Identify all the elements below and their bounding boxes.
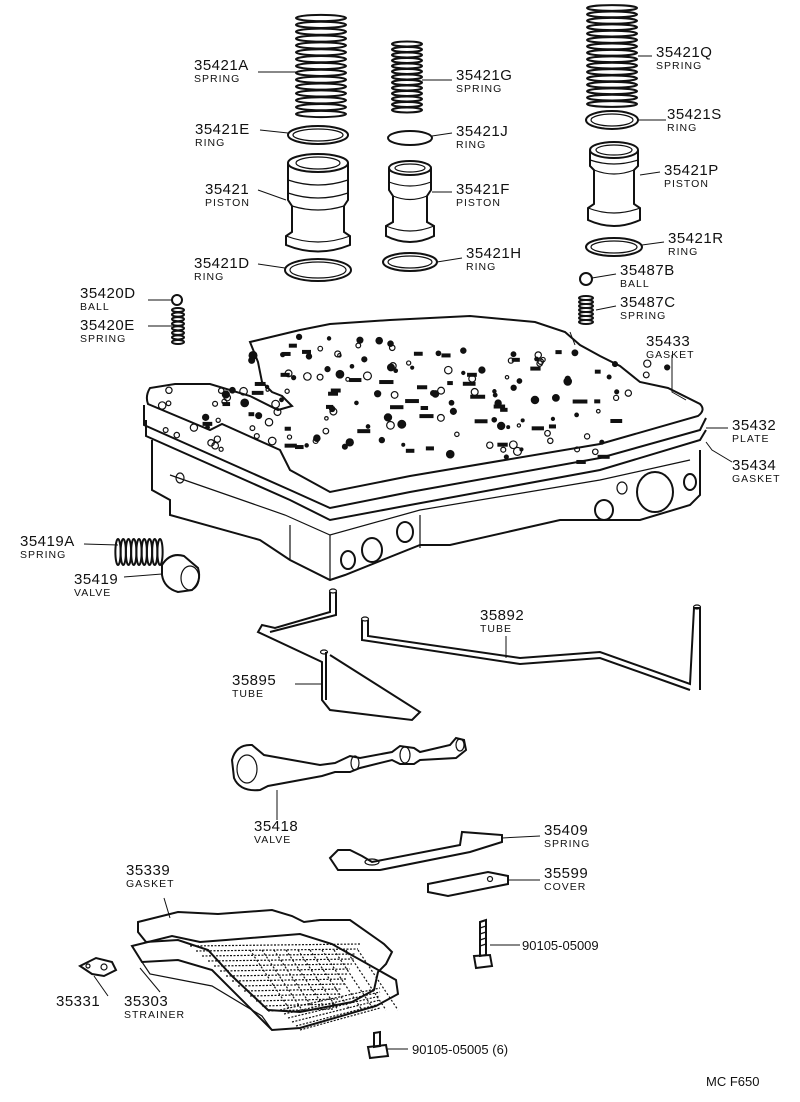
diagram-code: MC F650 [706, 1074, 759, 1089]
label-35421G-number: 35421G [456, 67, 512, 84]
ring-35421D [284, 258, 352, 282]
leader-lines [83, 55, 733, 1050]
spring-35421Q [586, 4, 638, 108]
label-35487B-number: 35487B [620, 262, 675, 279]
label-35433-name: GASKET [646, 349, 695, 361]
strainer-mesh [189, 943, 399, 1031]
label-35432-number: 35432 [732, 417, 776, 434]
label-35339-name: GASKET [126, 878, 175, 890]
label-35418-name: VALVE [254, 834, 291, 846]
piston-35421P [587, 141, 641, 227]
spring-35487C [578, 295, 594, 325]
tube-35892 [360, 604, 702, 691]
label-35418-number: 35418 [254, 818, 298, 835]
label-35599-number: 35599 [544, 865, 588, 882]
label-35421J-number: 35421J [456, 123, 508, 140]
label-35420D-name: BALL [80, 301, 110, 313]
ring-35421E-inner [292, 128, 344, 142]
valve-35418 [230, 736, 468, 792]
label-35421J-name: RING [456, 139, 486, 151]
label-35421A-number: 35421A [194, 57, 249, 74]
label-35895-number: 35895 [232, 672, 276, 689]
label-35419A-name: SPRING [20, 549, 66, 561]
label-35421Q-number: 35421Q [656, 44, 712, 61]
label-35331-number: 35331 [56, 993, 100, 1010]
label-35421D-name: RING [194, 271, 224, 283]
label-35421Q-name: SPRING [656, 60, 702, 72]
label-90105-05009-number: 90105-05009 [522, 938, 599, 953]
bracket-35331 [78, 956, 118, 978]
label-35487C-name: SPRING [620, 310, 666, 322]
label-35434-number: 35434 [732, 457, 776, 474]
label-35421H-number: 35421H [466, 245, 522, 262]
label-35432-name: PLATE [732, 433, 769, 445]
spring-35421G [391, 40, 423, 114]
label-35487C-number: 35487C [620, 294, 676, 311]
label-35303-number: 35303 [124, 993, 168, 1010]
label-35421A-name: SPRING [194, 73, 240, 85]
label-35434-name: GASKET [732, 473, 781, 485]
ball-35487B [579, 272, 593, 286]
label-35421R-number: 35421R [668, 230, 724, 247]
label-35421H-name: RING [466, 261, 496, 273]
label-35487B-name: BALL [620, 278, 650, 290]
bolt-90105-05009 [472, 918, 494, 970]
valve-35419 [161, 554, 201, 594]
gasket-holes [157, 333, 671, 464]
label-35421E-name: RING [195, 137, 225, 149]
label-35303-name: STRAINER [124, 1009, 185, 1021]
label-35420E-name: SPRING [80, 333, 126, 345]
label-35895-name: TUBE [232, 688, 264, 700]
label-35421F-name: PISTON [456, 197, 501, 209]
strainer-assembly [130, 908, 400, 1032]
label-35421F-number: 35421F [456, 181, 510, 198]
label-35421G-name: SPRING [456, 83, 502, 95]
ring-35421S-inner [590, 113, 634, 127]
label-35421S-name: RING [667, 122, 697, 134]
ring-35421H-inner [387, 255, 433, 269]
label-35419-number: 35419 [74, 571, 118, 588]
cover-35599 [427, 870, 509, 898]
ring-35421J [387, 130, 433, 146]
spring-35419A [114, 538, 164, 566]
label-35421R-name: RING [668, 246, 698, 258]
label-35421P-number: 35421P [664, 162, 719, 179]
ring-35421R [585, 237, 643, 257]
valve-body-assembly [143, 314, 707, 582]
bolt-90105-05005 [366, 1030, 390, 1060]
label-35433-number: 35433 [646, 333, 690, 350]
label-35419-name: VALVE [74, 587, 111, 599]
label-35421-number: 35421 [205, 181, 249, 198]
label-35421D-number: 35421D [194, 255, 250, 272]
label-35409-name: SPRING [544, 838, 590, 850]
label-35420E-number: 35420E [80, 317, 135, 334]
label-35421-name: PISTON [205, 197, 250, 209]
ring-35421R-inner [590, 240, 638, 254]
spring-35421A [295, 13, 347, 119]
label-35421P-name: PISTON [664, 178, 709, 190]
spring-plate-35409 [328, 830, 503, 871]
label-35409-number: 35409 [544, 822, 588, 839]
ring-35421E [287, 125, 349, 145]
label-35420D-number: 35420D [80, 285, 136, 302]
label-35892-name: TUBE [480, 623, 512, 635]
label-35419A-number: 35419A [20, 533, 75, 550]
ring-35421D-inner [289, 261, 347, 279]
label-35599-name: COVER [544, 881, 586, 893]
label-35892-number: 35892 [480, 607, 524, 624]
label-35421E-number: 35421E [195, 121, 250, 138]
label-90105-05005-number: 90105-05005 (6) [412, 1042, 508, 1057]
spring-35420E [171, 306, 185, 346]
piston-35421F [385, 160, 435, 243]
part-labels: 35421A SPRING 35421G SPRING 35421Q SPRIN… [20, 44, 781, 1089]
ball-35420D [171, 294, 183, 306]
label-35421S-number: 35421S [667, 106, 722, 123]
piston-35421 [285, 153, 351, 253]
tube-35895 [256, 588, 422, 722]
label-35339-number: 35339 [126, 862, 170, 879]
